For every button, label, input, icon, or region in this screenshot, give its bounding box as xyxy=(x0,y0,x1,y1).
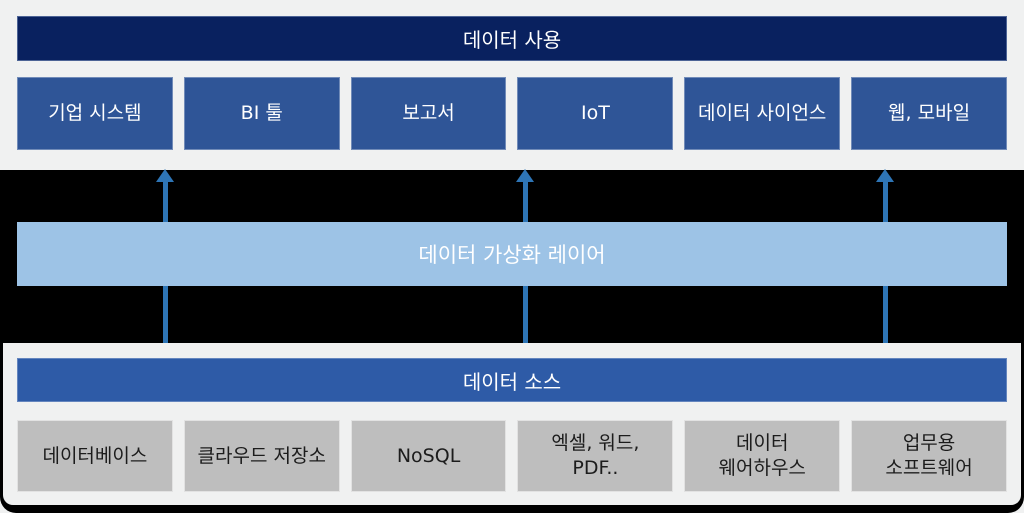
source-box-excel-word-pdf: 엑셀, 워드, PDF.. xyxy=(517,420,674,492)
consumer-box-web-mobile: 웹, 모바일 xyxy=(851,77,1007,150)
consumer-box-enterprise-systems: 기업 시스템 xyxy=(17,77,173,150)
arrowhead xyxy=(516,169,534,182)
data-source-header: 데이터 소스 xyxy=(17,358,1007,402)
data-source-header-label: 데이터 소스 xyxy=(462,369,562,394)
virtualization-layer-bar: 데이터 가상화 레이어 xyxy=(17,222,1007,286)
source-box-nosql: NoSQL xyxy=(350,420,507,492)
data-use-header-label: 데이터 사용 xyxy=(462,28,562,52)
virtualization-layer-label: 데이터 가상화 레이어 xyxy=(418,243,606,267)
consumer-box-data-science: 데이터 사이언스 xyxy=(684,77,841,150)
source-box-database: 데이터베이스 xyxy=(17,420,173,492)
consumers-row: 기업 시스템 BI 툴 보고서 IoT 데이터 사이언스 웹, 모바일 xyxy=(17,77,1007,150)
source-box-cloud-storage: 클라우드 저장소 xyxy=(183,420,340,492)
consumer-box-iot: IoT xyxy=(517,77,674,150)
consumer-box-bi-tools: BI 툴 xyxy=(183,77,340,150)
arrowhead xyxy=(876,169,894,182)
sources-row: 데이터베이스 클라우드 저장소 NoSQL 엑셀, 워드, PDF.. 데이터 … xyxy=(17,420,1007,492)
source-box-business-software: 업무용 소프트웨어 xyxy=(851,420,1007,492)
consumer-box-reports: 보고서 xyxy=(350,77,507,150)
arrowhead xyxy=(156,169,174,182)
data-use-header: 데이터 사용 xyxy=(17,16,1007,61)
source-box-data-warehouse: 데이터 웨어하우스 xyxy=(684,420,841,492)
